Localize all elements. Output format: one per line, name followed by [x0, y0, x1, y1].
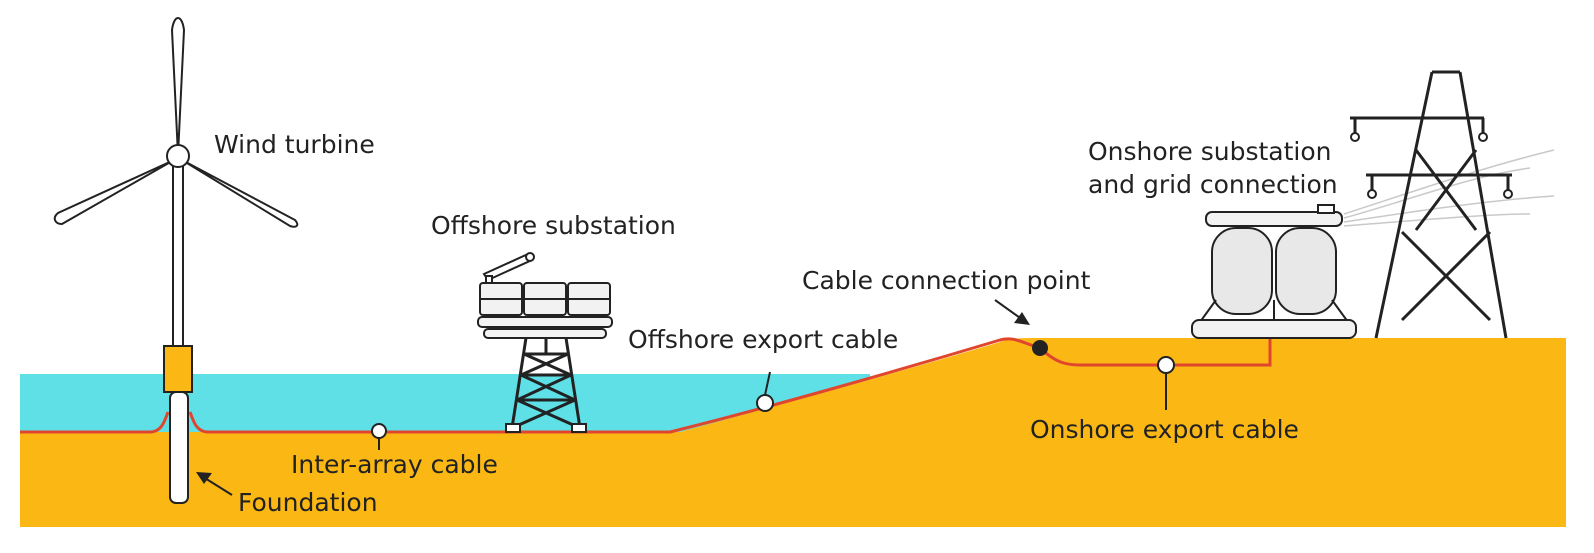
label-offshore-export-cable: Offshore export cable	[628, 325, 898, 354]
onshore-substation-vent	[1317, 204, 1335, 214]
offshore-substation-crane	[482, 252, 535, 285]
wind-turbine	[53, 17, 299, 504]
turbine-blade-up	[170, 17, 186, 156]
onshore-export-cable-marker	[1157, 356, 1175, 374]
onshore-substation-supports	[1199, 299, 1349, 323]
offshore-substation-modules	[479, 282, 611, 316]
onshore-substation-transformer-left	[1211, 227, 1273, 315]
onshore-substation-roof	[1205, 211, 1343, 227]
connection-point-arrow-line	[994, 299, 1024, 321]
grid-wires	[1343, 149, 1555, 227]
onshore-substation-transformer-right	[1275, 227, 1337, 315]
offshore-export-cable	[660, 337, 1041, 434]
label-offshore-substation: Offshore substation	[431, 211, 676, 240]
offshore-substation-foot-right	[571, 423, 587, 433]
offshore-substation-jacket	[510, 337, 582, 430]
turbine-blade-left	[53, 159, 175, 226]
label-onshore-substation-line2: and grid connection	[1088, 170, 1338, 199]
foundation-arrowhead	[196, 472, 212, 484]
offshore-export-cable-marker	[756, 394, 774, 412]
connection-point-arrowhead	[1014, 312, 1030, 325]
arrowheads	[196, 312, 1030, 484]
offshore-substation-foot-left	[505, 423, 521, 433]
ground	[20, 338, 1566, 527]
offshore-substation	[477, 252, 613, 433]
inter-array-cable	[20, 411, 660, 434]
label-cable-connection-point: Cable connection point	[802, 266, 1091, 295]
label-onshore-export-cable: Onshore export cable	[1030, 415, 1299, 444]
label-foundation: Foundation	[238, 488, 378, 517]
onshore-substation-base	[1191, 319, 1357, 339]
inter-array-cable-marker	[371, 423, 387, 439]
label-onshore-substation-line1: Onshore substation	[1088, 137, 1332, 166]
turbine-hub	[166, 144, 190, 168]
turbine-blade-right	[181, 159, 299, 228]
label-inter-array-cable: Inter-array cable	[291, 450, 498, 479]
tower-insulators	[1350, 132, 1513, 199]
turbine-foundation-monopile	[169, 391, 189, 504]
sea	[20, 374, 870, 432]
offshore-substation-deck-lower	[483, 328, 607, 339]
onshore-substation	[1191, 204, 1357, 339]
turbine-tower	[172, 159, 184, 347]
offshore-substation-deck	[477, 316, 613, 328]
cable-connection-point-marker	[1032, 340, 1048, 356]
turbine-transition-piece	[163, 345, 193, 393]
transmission-tower	[1350, 70, 1512, 339]
label-wind-turbine: Wind turbine	[214, 130, 375, 159]
offshore-export-leader	[764, 371, 771, 396]
